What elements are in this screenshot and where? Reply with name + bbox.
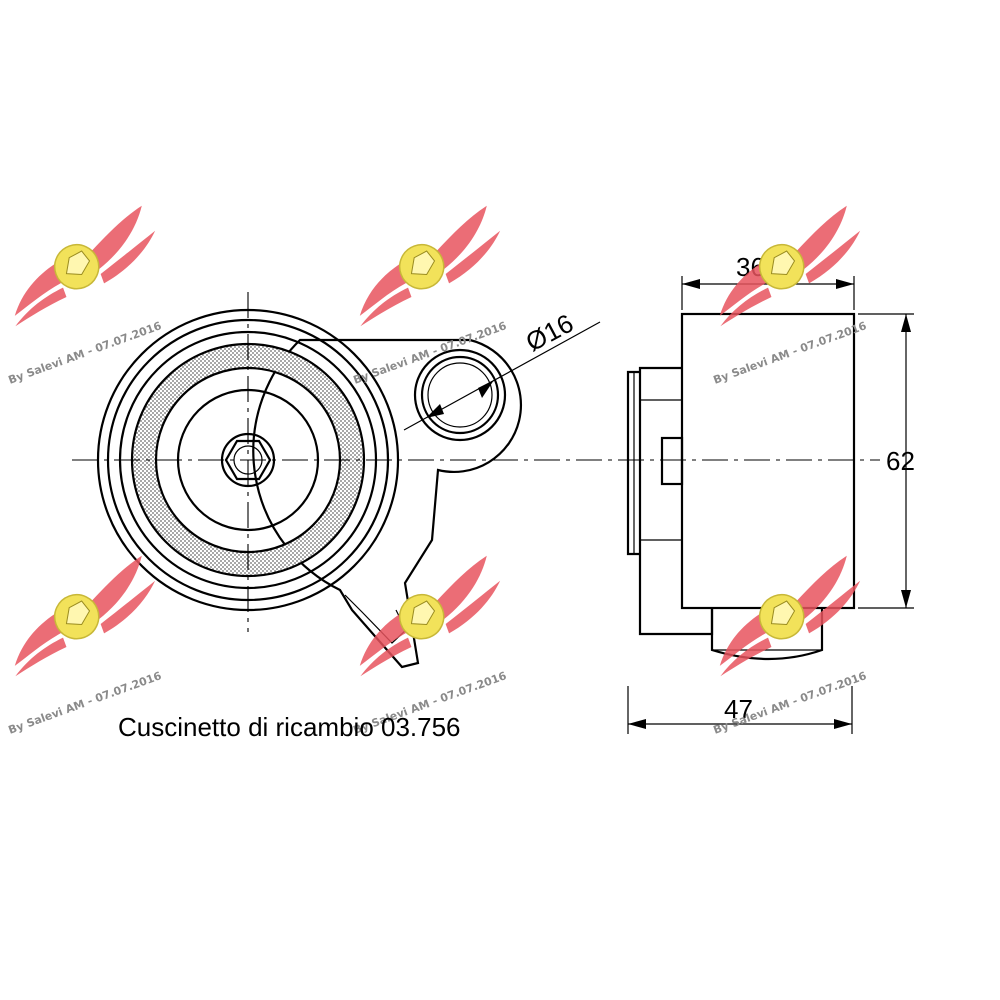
dim-36-arrow-right [836,279,854,289]
watermark-text: By Salevi AM - 07.07.2016 [7,319,164,387]
diameter-arrow-2 [478,380,494,398]
watermark-logo [719,555,861,677]
diameter-arrow [426,404,444,418]
watermark-logo [359,205,501,327]
watermark-logo [359,555,501,677]
caption: Cuscinetto di ricambio 03.756 [118,712,461,742]
height-label: 62 [886,446,915,476]
bore-hole-inner [427,362,493,428]
dim-62-arrow-top [901,314,911,332]
bolt-head-side [660,436,684,486]
dim-47-arrow-right [834,719,852,729]
watermark-text: By Salevi AM - 07.07.2016 [712,319,869,387]
bolt-hexagon [224,439,272,481]
tensioner-arm-outline [252,338,523,669]
width-overall-label: 47 [724,694,753,724]
dim-47-arrow-left [628,719,646,729]
bore-boss [413,348,507,442]
arm-side-profile [638,366,714,636]
dim-36-arrow-left [682,279,700,289]
side-view: 36.5 62 47 [626,252,915,734]
watermark-logo [14,555,156,677]
watermark-logo [14,205,156,327]
dim-62-arrow-bottom [901,590,911,608]
pivot-boss-side [710,608,824,661]
watermark-logo [719,205,861,327]
bore-hole-outer [420,355,500,435]
watermark-text: By Salevi AM - 07.07.2016 [352,319,509,387]
